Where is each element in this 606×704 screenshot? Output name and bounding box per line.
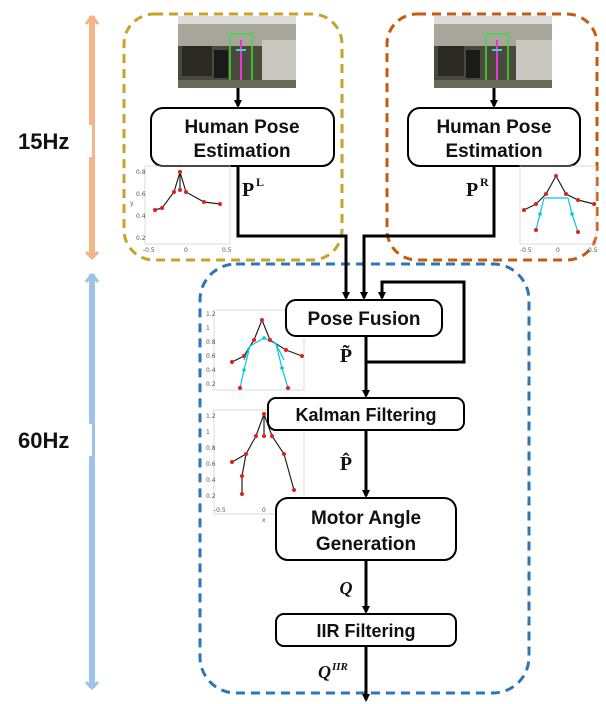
tick-x: -0.5	[143, 247, 155, 254]
tick-x: -0.5	[520, 247, 532, 254]
right-pose-estimation-line1: Human Pose	[436, 117, 551, 138]
tick-x: -0.5	[214, 507, 226, 514]
pose-fusion-box	[285, 299, 443, 337]
tick-y: 1.2	[206, 413, 216, 420]
tick-y: 0.2	[206, 493, 216, 500]
tick-y: 1	[206, 429, 210, 436]
iir-output: Q	[318, 662, 331, 682]
fused-pose-output: P̃	[340, 344, 352, 367]
fused-pose-plot: 1.2 1 0.8 0.6 0.4 0.2	[206, 309, 305, 391]
iir-filtering-label: IIR Filtering	[317, 621, 416, 641]
left-camera-frame-image	[178, 16, 296, 88]
tick-y: 0.4	[136, 213, 146, 220]
tick-y: 1.2	[206, 311, 216, 318]
left-camera-group	[122, 12, 344, 262]
right-camera-frame-image	[434, 16, 552, 88]
tick-y: 0.8	[206, 445, 216, 452]
tick-y: 0.6	[206, 353, 216, 360]
left-pose-estimation-box	[150, 107, 335, 167]
rate-label-15hz: 15Hz	[18, 129, 69, 154]
axis-label-x: x	[262, 517, 266, 524]
motor-angle-line1: Motor Angle	[311, 508, 421, 529]
tick-y: 0.2	[136, 235, 146, 242]
connector-right-to-fusion	[360, 166, 496, 300]
feedback-loop-arrow	[364, 280, 466, 364]
filtered-pose-output: P̂	[340, 451, 352, 475]
output-p-left-superscript: L	[256, 175, 264, 189]
tick-x: 0.5	[222, 247, 232, 254]
tick-x: 0	[262, 507, 266, 514]
tick-x: 0	[184, 247, 188, 254]
tick-x: 0.5	[588, 247, 598, 254]
output-p-right: P	[466, 179, 478, 201]
motor-angle-output: Q	[340, 578, 353, 598]
right-pose-plot: -0.5 0 0.5	[519, 165, 598, 254]
tick-y: 1	[206, 325, 210, 332]
output-p-left: P	[242, 179, 254, 201]
right-pose-estimation-line2: Estimation	[445, 141, 542, 162]
output-p-right-superscript: R	[480, 175, 489, 189]
left-pose-estimation-line1: Human Pose	[184, 117, 299, 138]
tick-x: 0	[556, 247, 560, 254]
tick-y: 0.6	[136, 191, 146, 198]
axis-label-y: y	[130, 200, 134, 207]
tick-y: 0.4	[206, 367, 216, 374]
pose-fusion-label: Pose Fusion	[308, 309, 421, 330]
iir-output-superscript: IIR	[331, 661, 348, 673]
left-pose-plot: 0.2 0.4 0.6 0.8 y -0.5 0 0.5	[130, 165, 232, 254]
tick-y: 0.4	[206, 477, 216, 484]
tick-y: 0.2	[206, 381, 216, 388]
left-pose-estimation-line2: Estimation	[193, 141, 290, 162]
tick-y: 0.8	[206, 339, 216, 346]
right-camera-group	[385, 12, 599, 262]
connector-left-to-fusion	[236, 166, 350, 300]
rate-label-60hz: 60Hz	[18, 428, 69, 453]
tick-y: 0.8	[136, 169, 146, 176]
motor-angle-line2: Generation	[316, 534, 416, 555]
tick-y: 0.6	[206, 461, 216, 468]
kalman-filtering-label: Kalman Filtering	[295, 405, 436, 425]
filtered-pose-plot: 1.2 1 0.8 0.6 0.4 0.2 -0.5 0 x	[206, 409, 305, 524]
